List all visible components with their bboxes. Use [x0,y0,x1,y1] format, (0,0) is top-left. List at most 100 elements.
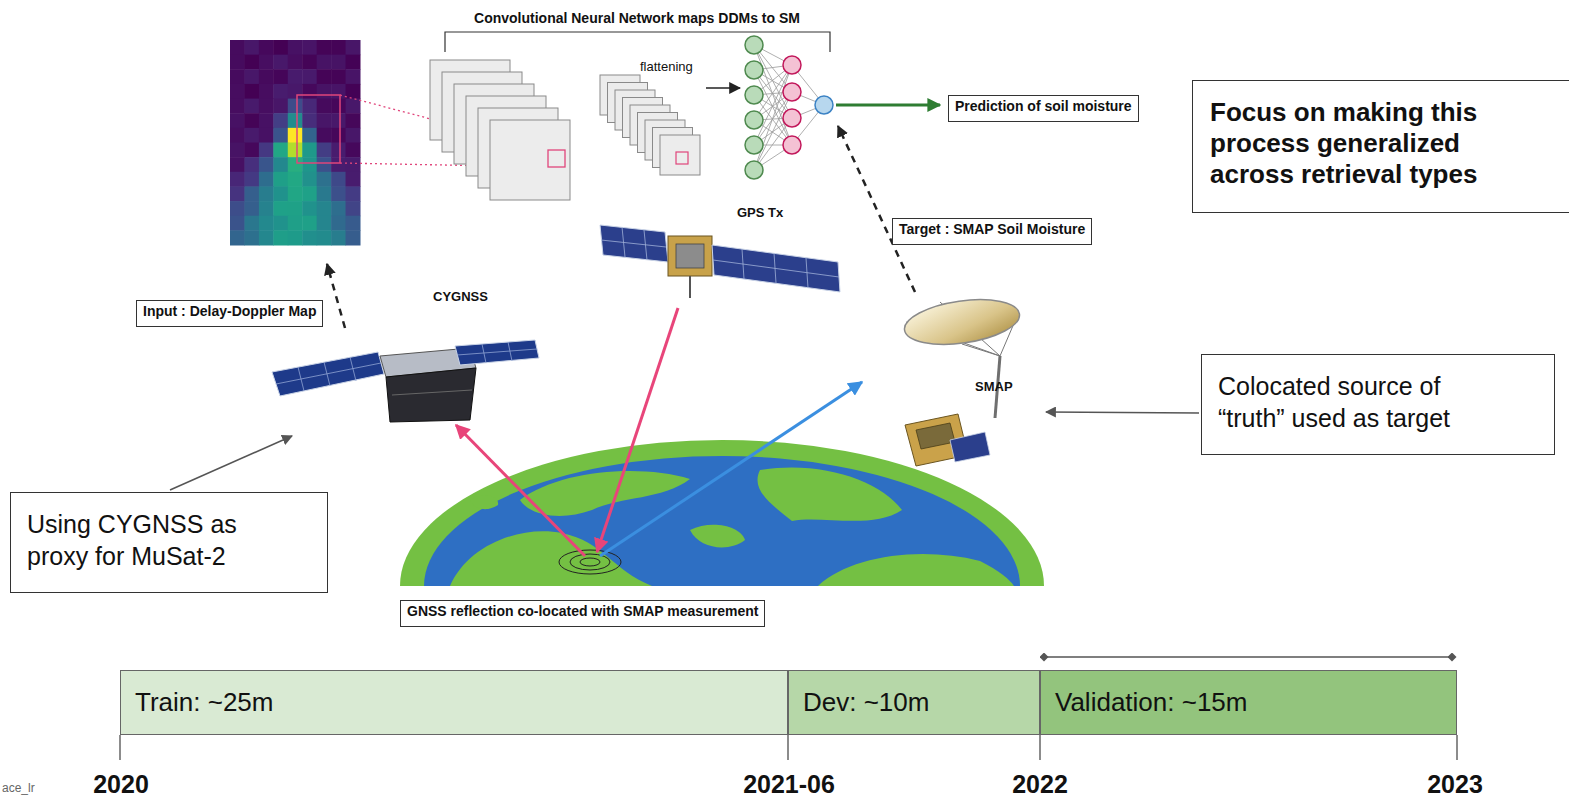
heatmap-cell [273,113,288,128]
timeline-band: Train: ~25m [120,670,788,735]
node-text: Colocated source of “truth” used as targ… [1218,370,1504,434]
year-label: 2023 [1427,770,1483,799]
illustration-part [962,344,1000,356]
heatmap-cell [259,128,274,143]
heatmap-cell [317,128,332,143]
heatmap-cell [331,186,346,201]
heatmap-cell [259,40,274,55]
illustration-part [601,240,666,247]
signal-arrow [600,382,862,556]
heatmap-cell [273,84,288,99]
target-arrow [838,126,915,292]
heatmap-cell [302,172,317,187]
node-text: Dev: ~10m [803,687,929,718]
timeline-band: Validation: ~15m [1040,670,1457,735]
heatmap-cell [317,55,332,70]
timeline-tick [787,735,789,760]
heatmap-cell [317,84,332,99]
heatmap-cell [230,143,245,158]
heatmap-cell [259,143,274,158]
callout-box: Using CYGNSS as proxy for MuSat-2 [10,492,328,593]
heatmap-cell [288,172,303,187]
heatmap-cell [259,186,274,201]
heatmap-cell [302,201,317,216]
node-text: Input : Delay-Doppler Map [143,303,316,319]
illustration-part [600,225,668,262]
neuron [783,83,801,101]
node-text: Validation: ~15m [1055,687,1247,718]
illustration-part [520,471,690,516]
section-heading: Convolutional Neural Network maps DDMs t… [474,10,800,26]
heatmap-cell [317,99,332,114]
heatmap-cell [273,40,288,55]
heatmap-cell [317,172,332,187]
heatmap-cell [244,99,259,114]
node-text: Focus on making this process generalized… [1210,97,1548,190]
node-text: Target : SMAP Soil Moisture [899,221,1085,237]
illustration-part [400,440,1044,586]
heatmap-cell [331,84,346,99]
heatmap-cell [244,172,259,187]
heatmap-cell [317,201,332,216]
heatmap-cell [230,84,245,99]
heatmap-cell [230,157,245,172]
neural-network [745,36,833,179]
gps-satellite [600,225,840,298]
heatmap-cell [259,201,274,216]
heatmap-cell [346,143,361,158]
heatmap-cell [346,99,361,114]
heatmap-cell [288,55,303,70]
illustration-part [758,467,902,521]
heatmap-cell [346,172,361,187]
heatmap-cell [273,99,288,114]
heatmap-cell [273,230,288,245]
heatmap-cell [317,157,332,172]
heatmap-cell [230,216,245,231]
signal-arrow [597,308,678,552]
heatmap-cell [302,128,317,143]
heatmap-cell [331,157,346,172]
heatmap-cell [244,113,259,128]
timeline-tick [119,735,121,760]
span-arrow [1044,656,1452,658]
bracket [445,32,830,52]
heatmap-cell [302,157,317,172]
heatmap-cell [259,216,274,231]
year-label: 2021-06 [743,770,835,799]
heatmap-cell [346,157,361,172]
node-text: Train: ~25m [135,687,273,718]
heatmap-cell [331,69,346,84]
heatmap-cell [346,128,361,143]
heatmap-cell [331,172,346,187]
neuron [745,136,763,154]
heatmap-cell [302,55,317,70]
heatmap-cell [302,230,317,245]
heatmap-cell [302,40,317,55]
illustration-part [392,390,472,395]
heatmap-cell [346,55,361,70]
heatmap-cell [230,186,245,201]
earth [400,440,1044,586]
note-box: Focus on making this process generalized… [1192,80,1569,213]
heatmap-cell [288,201,303,216]
heatmap-cell [331,230,346,245]
illustration-part [690,525,745,548]
heatmap-cell [244,69,259,84]
heatmap-cell [259,99,274,114]
heatmap-cell [273,157,288,172]
receptive-field [297,95,340,163]
satellite-name: GPS Tx [737,206,783,221]
satellite-name: SMAP [975,380,1013,395]
heatmap-cell [288,128,303,143]
heatmap-cell [331,113,346,128]
heatmap-cell [302,143,317,158]
heatmap-cell [230,40,245,55]
timeline-band: Dev: ~10m [788,670,1040,735]
heatmap-cell [346,84,361,99]
heatmap-cell [346,69,361,84]
illustration-part [570,554,610,570]
illustration-part [713,260,839,277]
illustration-part [457,349,537,355]
heatmap-cell [244,143,259,158]
heatmap-cell [273,143,288,158]
